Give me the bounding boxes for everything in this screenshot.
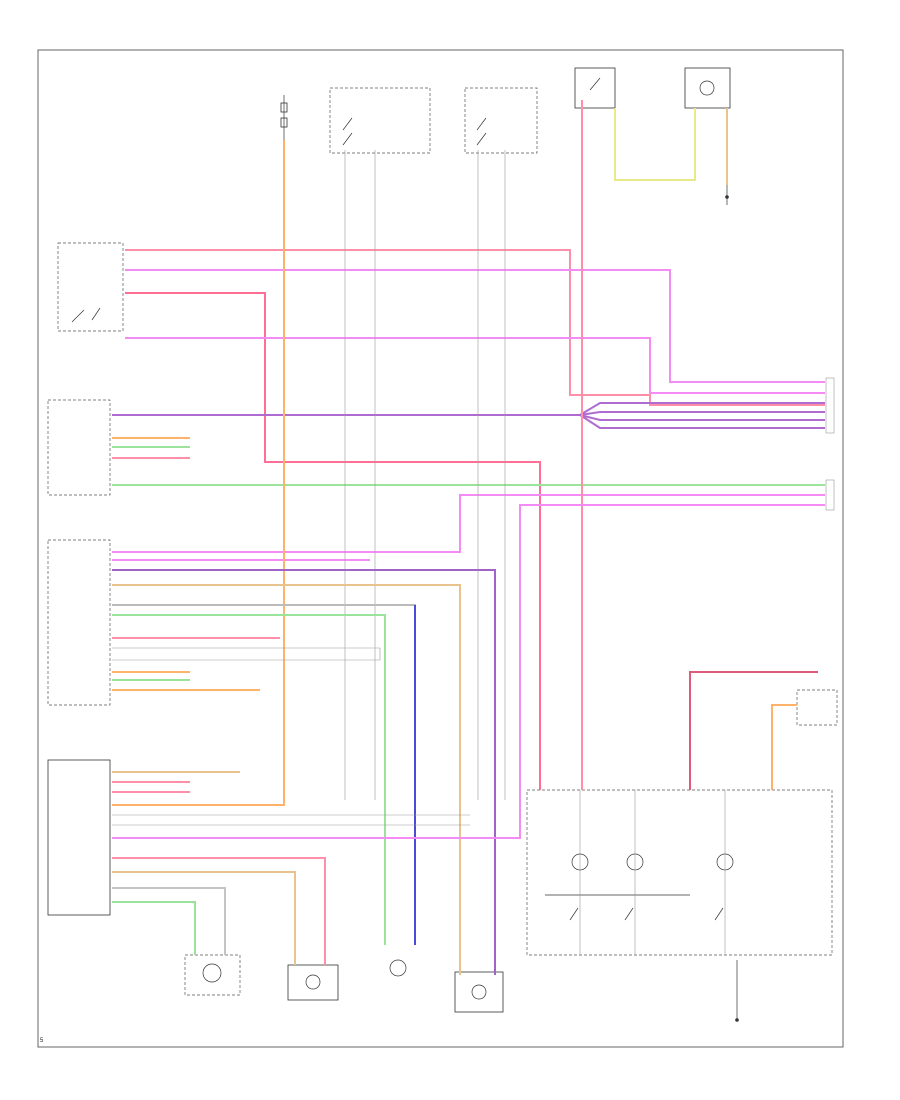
control-module-upper	[47, 399, 111, 496]
wire-orange-main	[112, 140, 285, 806]
switch-module-3	[574, 67, 616, 109]
wire-tan-mid	[112, 584, 461, 975]
lamp-module-top	[684, 67, 731, 109]
control-module-middle	[47, 539, 111, 706]
wire-gray-lower-3	[112, 887, 226, 955]
fuse-block-top	[280, 95, 288, 140]
control-module-lower	[47, 759, 111, 916]
ground-symbol-bottom	[735, 960, 739, 1022]
wire-yellow-loop	[614, 108, 696, 181]
lamp-bottom-3	[389, 959, 407, 977]
wire-green-mid	[112, 614, 386, 945]
diagram-frame	[37, 49, 844, 1048]
wire-violet-4	[579, 414, 825, 429]
wire-violet-1	[112, 402, 825, 416]
lamp-cluster-module	[526, 789, 833, 956]
ground-symbol-top	[725, 185, 729, 205]
wire-pink-right	[689, 671, 818, 790]
lamp-bottom-4	[454, 971, 504, 1013]
switch-module-1	[329, 87, 431, 154]
wire-violet-mid	[112, 569, 496, 975]
wire-gray-mid	[112, 604, 416, 945]
right-edge-connector	[825, 377, 835, 511]
wire-magenta-1	[125, 269, 825, 383]
lamp-left-bottom	[184, 954, 241, 996]
wire-tan-lower-2	[112, 871, 296, 965]
wire-pink-lower-3	[112, 857, 326, 965]
wire-violet-3	[579, 414, 825, 421]
wire-pink-1	[125, 249, 825, 406]
wire-gray-mid-2	[112, 647, 381, 661]
sensor-module-right	[796, 689, 838, 726]
footer-code: 5	[40, 1038, 44, 1044]
lamp-bottom-2	[287, 964, 339, 1001]
wire-orange-right	[771, 704, 797, 790]
wire-green-lower	[112, 901, 196, 955]
wire-magenta-3	[112, 494, 825, 553]
wire-violet-2	[579, 411, 825, 416]
wire-magenta-2	[125, 337, 825, 394]
switch-module-2	[464, 87, 538, 154]
headlamp-switch	[57, 242, 124, 332]
wire-magenta-lower	[112, 504, 825, 839]
wire-pink-2	[125, 292, 541, 790]
